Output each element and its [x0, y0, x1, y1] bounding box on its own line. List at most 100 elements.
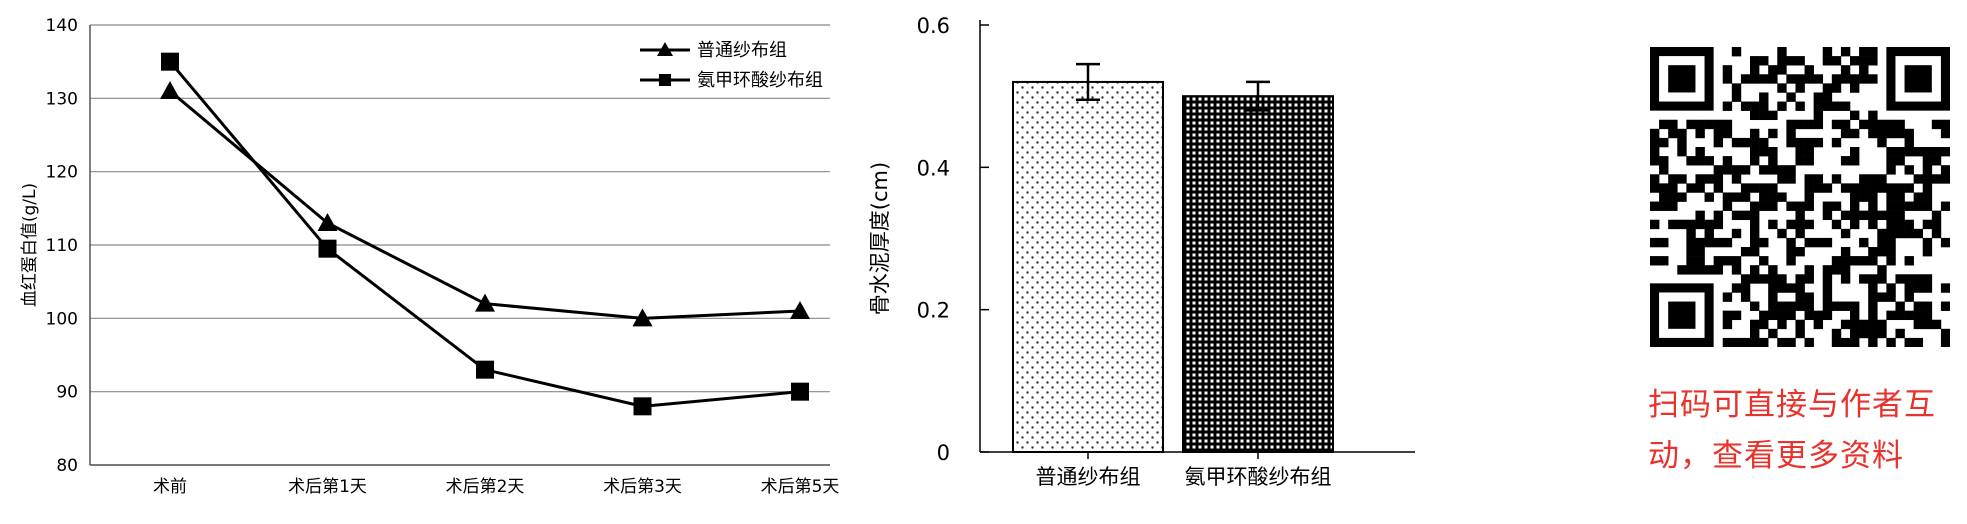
qr-module [1859, 47, 1869, 57]
qr-module [1831, 219, 1842, 230]
qr-module [1759, 256, 1769, 266]
data-point-square [633, 397, 652, 416]
qr-module [1759, 74, 1769, 84]
qr-module [1731, 265, 1742, 275]
qr-module [1740, 183, 1751, 193]
qr-module [1695, 183, 1705, 193]
qr-module [1722, 292, 1733, 302]
qr-module [1713, 265, 1724, 275]
qr-module [1750, 210, 1760, 221]
qr-module [1750, 156, 1760, 166]
data-point-triangle [790, 301, 810, 319]
qr-module [1877, 119, 1887, 130]
qr-module [1750, 201, 1760, 211]
qr-module [1895, 147, 1905, 157]
qr-module [1686, 256, 1696, 266]
qr-module [1804, 192, 1814, 202]
qr-module [1822, 210, 1833, 221]
qr-module [1759, 337, 1769, 347]
qr-module [1777, 319, 1787, 330]
qr-module [1840, 128, 1851, 139]
qr-module [1704, 265, 1714, 275]
qr-module [1731, 337, 1742, 347]
qr-module [1895, 274, 1905, 284]
qr-module [1750, 128, 1760, 139]
qr-module [1768, 156, 1778, 166]
qr-module [1850, 310, 1860, 321]
qr-module [1759, 101, 1769, 111]
qr-module [1777, 283, 1787, 293]
qr-module [1731, 174, 1742, 184]
qr-module [1859, 274, 1869, 284]
qr-module [1804, 156, 1814, 166]
qr-module [1786, 237, 1796, 248]
qr-module [1722, 237, 1733, 248]
qr-module [1677, 174, 1687, 184]
qr-module [1722, 165, 1733, 175]
bar [1012, 80, 1164, 454]
qr-module [1813, 137, 1824, 148]
qr-module [1795, 292, 1805, 302]
qr-module [1931, 219, 1942, 230]
qr-module [1913, 228, 1924, 239]
qr-module [1850, 201, 1860, 211]
qr-module [1931, 319, 1942, 330]
qr-module [1659, 165, 1669, 175]
qr-module [1731, 165, 1742, 175]
qr-module [1904, 183, 1914, 193]
qr-module [1786, 337, 1796, 347]
qr-module [1850, 56, 1860, 66]
qr-module [1868, 328, 1878, 339]
qr-module [1850, 337, 1860, 347]
qr-module [1850, 319, 1860, 330]
x-tick-label: 术前 [153, 477, 187, 497]
qr-module [1650, 147, 1660, 157]
qr-module [1840, 119, 1851, 130]
qr-module [1740, 165, 1751, 175]
qr-module [1786, 283, 1796, 293]
qr-module [1777, 101, 1787, 111]
qr-module [1877, 292, 1887, 302]
qr-module [1822, 83, 1833, 93]
y-tick-label: 0.4 [917, 156, 950, 180]
qr-module [1877, 274, 1887, 284]
qr-module [1750, 274, 1760, 284]
qr-module [1795, 156, 1805, 166]
qr-module [1804, 137, 1814, 148]
qr-module [1877, 228, 1887, 239]
qr-module [1704, 119, 1714, 130]
qr-module [1795, 137, 1805, 148]
qr-module [1740, 101, 1751, 111]
qr-module [1822, 274, 1833, 284]
y-axis-label: 血红蛋白值(g/L) [20, 183, 40, 307]
qr-module [1940, 174, 1950, 184]
qr-module [1759, 56, 1769, 66]
data-point-square [318, 239, 337, 258]
qr-module [1695, 247, 1705, 257]
qr-module [1777, 174, 1787, 184]
qr-module [1940, 147, 1950, 157]
qr-module [1868, 183, 1878, 193]
qr-module [1904, 219, 1914, 230]
qr-module [1940, 237, 1950, 248]
qr-module [1759, 201, 1769, 211]
qr-module [1795, 228, 1805, 239]
qr-module [1786, 201, 1796, 211]
qr-module [1695, 156, 1705, 166]
qr-module [1840, 47, 1851, 57]
qr-module [1804, 183, 1814, 193]
qr-module [1850, 192, 1860, 202]
qr-module [1868, 283, 1878, 293]
qr-module [1786, 247, 1796, 257]
qr-module [1931, 119, 1942, 130]
qr-module [1650, 256, 1660, 266]
qr-module [1713, 256, 1724, 266]
qr-module [1831, 137, 1842, 148]
qr-module [1840, 210, 1851, 221]
legend-square-icon [659, 74, 671, 86]
qr-module [1913, 201, 1924, 211]
qr-module [1877, 328, 1887, 339]
qr-module [1768, 128, 1778, 139]
qr-module [1795, 210, 1805, 221]
qr-module [1677, 219, 1687, 230]
